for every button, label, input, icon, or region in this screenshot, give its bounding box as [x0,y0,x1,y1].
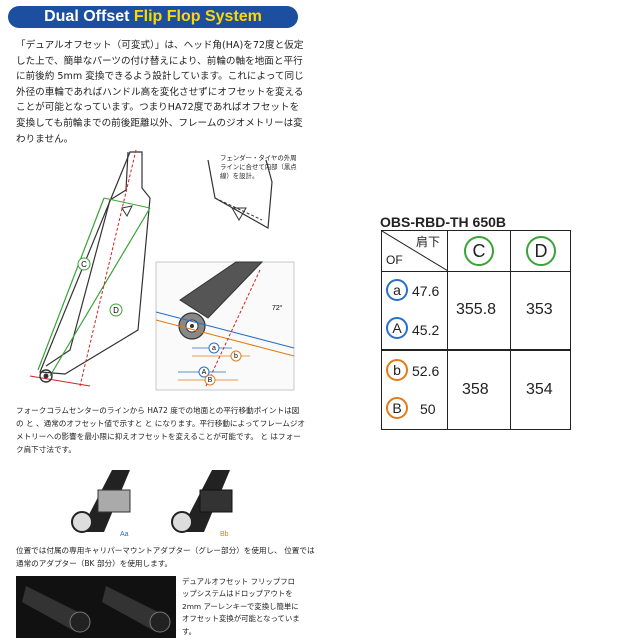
header-shoulder: 肩下 [416,235,441,249]
col-d-header: D [526,236,556,266]
mount-label-left: Aa [120,531,129,538]
label-d: D [113,306,119,315]
mount-label-right: Bb [220,531,229,538]
offset-table: 肩下 OF C D a 47.6 A 45.2 355.8 353 b 52.6… [381,230,571,430]
row-b-large-icon: B [386,397,408,419]
banner-title: Dual Offset [44,8,134,25]
line-d [49,207,151,377]
fork-outline [39,151,151,375]
row-a-small-icon: a [386,279,408,301]
header-diagonal [382,231,448,272]
line-c [37,197,105,371]
row-a-large-icon: A [386,317,408,339]
row-a-c-value: 355.8 [456,301,497,318]
label-b-large: B [208,377,213,384]
label-a-large: A [202,369,207,376]
axle-icon [39,369,53,383]
section-banner: Dual Offset Flip Flop System [8,6,298,28]
row-a-d-value: 353 [526,301,553,318]
flip-flop-caption: デュアルオフセット フリップフロップシステムはドロップアウトを 2mm アーレン… [182,577,300,636]
table-title: OBS-RBD-TH 650B [380,214,507,230]
col-c-header: C [464,236,494,266]
header-of: OF [386,253,403,267]
row-a-small-value: 47.6 [412,283,440,299]
row-b-c-value: 358 [462,381,489,398]
row-b-small-icon: b [386,359,408,381]
row-b-small-value: 52.6 [412,363,440,379]
design-callout: フェンダー・タイヤの外周ラインに合せて内部（黒点線）を設計。 [220,154,297,180]
row-a-large-value: 45.2 [412,322,440,338]
offset-caption: フォークコラムセンターのラインから HA72 度での地面との平行移動ポイントは図… [16,404,306,456]
fork-marker-icon [121,205,133,218]
offset-line-blue [155,311,295,349]
adapter-caption: 位置では付属の専用キャリパーマウントアダプター（グレー部分）を使用し、 位置では… [16,544,316,570]
row-b-large-value: 50 [420,401,436,417]
label-b-small: b [234,353,238,360]
label-c: C [81,260,87,269]
crown-detail [207,159,273,229]
caliper-mount-illustration: Aa Bb [71,470,233,538]
label-a-small: a [212,345,216,352]
adapter-caption-text: 位置では付属の専用キャリパーマウントアダプター（グレー部分）を使用し、 位置では… [16,546,315,568]
angle-label: 72° [272,304,283,312]
dropout-photo [16,576,176,638]
offset-caption-text: フォークコラムセンターのラインから HA72 度での地面との平行移動ポイントは図… [16,406,306,454]
fork-offset-diagram: C D 72° a b A B [29,150,295,391]
row-b-d-value: 354 [526,381,553,398]
intro-paragraph: 「デュアルオフセット（可変式）」は、ヘッド角(HA)を72度と仮定した上で、簡単… [16,40,304,145]
banner-highlight: Flip Flop System [133,8,262,25]
steer-axis-line [79,150,137,387]
dropout-shape [179,261,264,319]
